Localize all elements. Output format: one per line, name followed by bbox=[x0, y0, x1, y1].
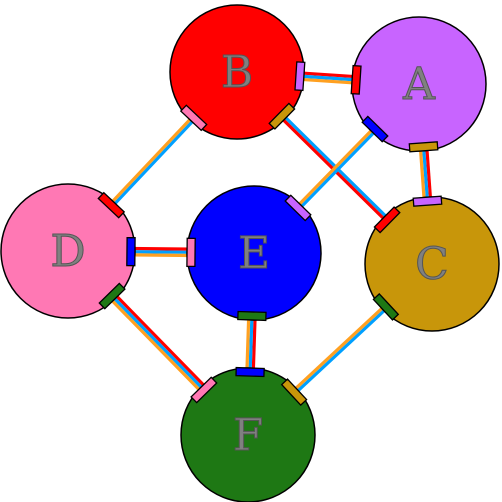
port-A-to-C bbox=[408, 141, 439, 153]
edge-strand bbox=[251, 316, 257, 373]
port-F-to-D bbox=[190, 376, 218, 404]
edge-strand bbox=[418, 146, 426, 202]
edge-strand bbox=[421, 146, 430, 202]
edge-strand bbox=[295, 126, 375, 208]
node-label: B bbox=[221, 47, 253, 98]
edge-strand bbox=[299, 71, 357, 79]
edge-strand bbox=[113, 292, 208, 389]
node-D[interactable]: D bbox=[0, 183, 136, 319]
edge-C-F bbox=[291, 304, 389, 395]
node-F[interactable]: F bbox=[180, 366, 316, 502]
edge-strand bbox=[108, 115, 194, 206]
edge-strand bbox=[110, 294, 206, 392]
edge-D-F bbox=[108, 292, 208, 394]
node-label: E bbox=[238, 228, 270, 279]
edge-strand bbox=[294, 306, 389, 395]
port-A-to-E bbox=[361, 115, 389, 143]
edge-strand bbox=[298, 129, 378, 211]
port-E-to-F bbox=[237, 310, 267, 322]
node-A[interactable]: A bbox=[350, 16, 487, 153]
edge-strand bbox=[245, 315, 251, 372]
edge-strand bbox=[299, 77, 357, 85]
port-F-to-C bbox=[280, 378, 308, 407]
port-D-to-B bbox=[97, 191, 126, 219]
port-D-to-E bbox=[126, 236, 136, 267]
node-C[interactable]: C bbox=[364, 195, 500, 332]
edge-strand bbox=[248, 315, 254, 373]
port-F-to-E bbox=[235, 366, 265, 378]
edge-A-E bbox=[295, 126, 378, 211]
edge-strand bbox=[111, 117, 197, 208]
edge-B-A bbox=[299, 71, 357, 85]
node-label: F bbox=[233, 410, 264, 461]
edge-strand bbox=[131, 246, 192, 251]
port-E-to-A bbox=[284, 194, 312, 222]
edge-strand bbox=[299, 74, 357, 82]
edge-A-C bbox=[418, 146, 433, 202]
port-B-to-D bbox=[179, 104, 208, 132]
port-C-to-F bbox=[372, 292, 400, 321]
node-B[interactable]: B bbox=[169, 4, 306, 140]
edge-B-D bbox=[108, 115, 197, 208]
node-label: D bbox=[50, 226, 85, 277]
port-E-to-D bbox=[186, 237, 196, 268]
node-E[interactable]: E bbox=[186, 185, 322, 322]
edge-E-F bbox=[245, 315, 257, 373]
node-label: C bbox=[415, 239, 449, 290]
edge-D-E bbox=[130, 246, 192, 258]
edge-strand bbox=[130, 250, 192, 254]
port-C-to-B bbox=[373, 206, 401, 234]
node-layer: B A D E C F bbox=[0, 4, 500, 502]
port-B-to-A bbox=[294, 61, 306, 92]
port-A-to-B bbox=[350, 64, 362, 95]
port-D-to-F bbox=[98, 282, 126, 310]
edge-strand bbox=[291, 304, 386, 393]
node-label: A bbox=[402, 59, 436, 110]
edge-strand bbox=[108, 297, 203, 394]
port-C-to-A bbox=[412, 195, 443, 207]
edge-strand bbox=[425, 146, 433, 202]
edge-strand bbox=[130, 253, 191, 258]
port-B-to-C bbox=[268, 102, 296, 130]
edge-layer bbox=[108, 71, 433, 395]
